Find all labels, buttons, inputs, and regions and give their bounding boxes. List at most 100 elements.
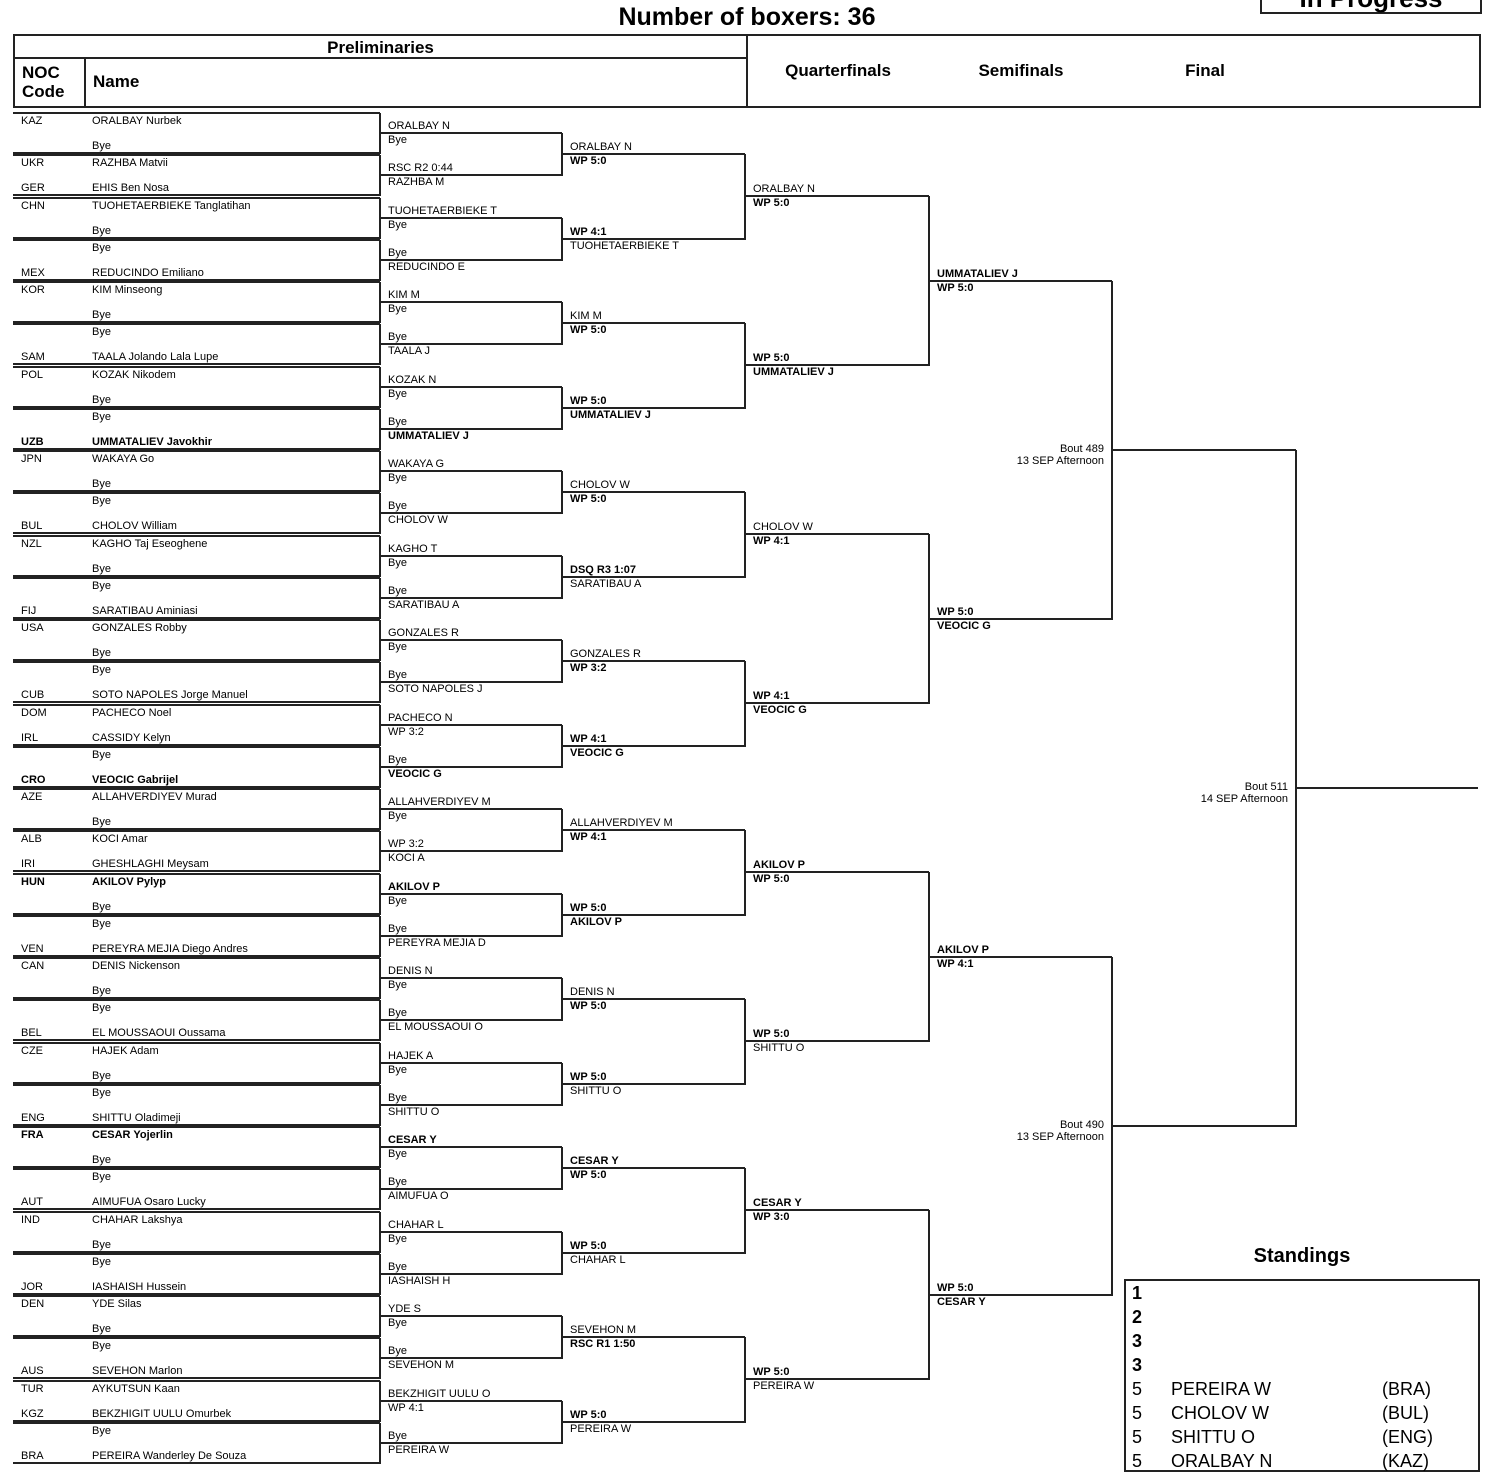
winner-name[interactable]: CESAR Y xyxy=(388,1134,437,1146)
entry-name[interactable]: GHESHLAGHI Meysam xyxy=(92,858,209,871)
entry-name[interactable]: Bye xyxy=(92,1424,111,1437)
entry-name[interactable]: DENIS Nickenson xyxy=(92,960,181,972)
winner-name[interactable]: SHITTU O xyxy=(753,1042,805,1055)
entry-name[interactable]: SARATIBAU Aminiasi xyxy=(92,604,198,617)
entry-name[interactable]: SOTO NAPOLES Jorge Manuel xyxy=(92,689,248,702)
winner-name[interactable]: CESAR Y xyxy=(937,1295,986,1308)
winner-name[interactable]: BEKZHIGIT UULU O xyxy=(388,1387,491,1400)
winner-name[interactable]: CESAR Y xyxy=(753,1197,802,1210)
entry-name[interactable]: Bye xyxy=(92,562,111,575)
entry-name[interactable]: Bye xyxy=(92,1340,111,1353)
winner-name[interactable]: YDE S xyxy=(388,1303,422,1315)
entry-name[interactable]: Bye xyxy=(92,224,111,237)
entry-name[interactable]: PEREYRA MEJIA Diego Andres xyxy=(92,942,248,955)
winner-name[interactable]: SEVEHON M xyxy=(570,1324,637,1337)
winner-name[interactable]: TUOHETAERBIEKE T xyxy=(388,204,498,217)
entry-name[interactable]: KAGHO Taj Eseoghene xyxy=(92,537,208,550)
winner-name[interactable]: KIM M xyxy=(388,289,420,301)
entry-name[interactable]: Bye xyxy=(92,1238,111,1251)
entry-name[interactable]: Bye xyxy=(92,1069,111,1082)
winner-name[interactable]: IASHAISH H xyxy=(388,1274,451,1287)
winner-name[interactable]: CHOLOV W xyxy=(570,479,630,492)
entry-name[interactable]: RAZHBA Matvii xyxy=(92,157,168,170)
winner-name[interactable]: ALLAHVERDIYEV M xyxy=(388,796,491,808)
winner-name[interactable]: TUOHETAERBIEKE T xyxy=(570,239,680,252)
winner-name[interactable]: SOTO NAPOLES J xyxy=(388,683,483,696)
winner-name[interactable]: UMMATALIEV J xyxy=(753,366,834,379)
entry-name[interactable]: ALLAHVERDIYEV Murad xyxy=(92,791,217,803)
entry-name[interactable]: EHIS Ben Nosa xyxy=(92,182,170,195)
winner-name[interactable]: AIMUFUA O xyxy=(388,1190,449,1203)
winner-name[interactable]: ORALBAY N xyxy=(570,141,632,154)
winner-name[interactable]: HAJEK A xyxy=(388,1049,434,1062)
entry-name[interactable]: Bye xyxy=(92,241,111,254)
entry-name[interactable]: Bye xyxy=(92,900,111,913)
winner-name[interactable]: CHAHAR L xyxy=(388,1218,444,1231)
entry-name[interactable]: Bye xyxy=(92,985,111,997)
entry-name[interactable]: Bye xyxy=(92,393,111,406)
entry-name[interactable]: YDE Silas xyxy=(92,1298,142,1310)
winner-name[interactable]: KIM M xyxy=(570,310,602,323)
entry-name[interactable]: CHAHAR Lakshya xyxy=(92,1213,183,1226)
entry-name[interactable]: Bye xyxy=(92,309,111,321)
entry-name[interactable]: WAKAYA Go xyxy=(92,453,155,465)
winner-name[interactable]: GONZALES R xyxy=(388,627,459,639)
entry-name[interactable]: CHOLOV William xyxy=(92,520,177,533)
entry-name[interactable]: Bye xyxy=(92,326,111,339)
entry-name[interactable]: KOZAK Nikodem xyxy=(92,368,176,381)
entry-name[interactable]: TUOHETAERBIEKE Tanglatihan xyxy=(92,199,251,212)
winner-name[interactable]: VEOCIC G xyxy=(570,746,624,759)
entry-name[interactable]: AIMUFUA Osaro Lucky xyxy=(92,1196,206,1209)
winner-name[interactable]: REDUCINDO E xyxy=(388,260,466,273)
entry-name[interactable]: AYKUTSUN Kaan xyxy=(92,1382,180,1395)
winner-name[interactable]: DENIS N xyxy=(570,986,615,999)
winner-name[interactable]: AKILOV P xyxy=(753,859,805,872)
winner-name[interactable]: SHITTU O xyxy=(388,1105,440,1118)
winner-name[interactable]: VEOCIC G xyxy=(937,619,991,632)
winner-name[interactable]: CHOLOV W xyxy=(388,514,448,527)
winner-name[interactable]: SHITTU O xyxy=(570,1084,622,1097)
winner-name[interactable]: EL MOUSSAOUI O xyxy=(388,1021,483,1034)
winner-name[interactable]: PACHECO N xyxy=(388,711,453,724)
entry-name[interactable]: Bye xyxy=(92,1086,111,1099)
entry-name[interactable]: CESAR Yojerlin xyxy=(92,1129,173,1141)
winner-name[interactable]: WAKAYA G xyxy=(388,458,445,470)
winner-name[interactable]: PEREIRA W xyxy=(753,1380,815,1393)
entry-name[interactable]: SHITTU Oladimeji xyxy=(92,1111,181,1124)
entry-name[interactable]: Bye xyxy=(92,410,111,423)
winner-name[interactable]: CHOLOV W xyxy=(753,521,813,534)
winner-name[interactable]: ALLAHVERDIYEV M xyxy=(570,817,673,830)
winner-name[interactable]: ORALBAY N xyxy=(753,183,815,196)
entry-name[interactable]: PEREIRA Wanderley De Souza xyxy=(92,1449,247,1462)
entry-name[interactable]: REDUCINDO Emiliano xyxy=(92,266,204,279)
winner-name[interactable]: VEOCIC G xyxy=(388,767,442,780)
entry-name[interactable]: Bye xyxy=(92,816,111,828)
entry-name[interactable]: Bye xyxy=(92,579,111,592)
entry-name[interactable]: HAJEK Adam xyxy=(92,1044,159,1057)
winner-name[interactable]: SARATIBAU A xyxy=(388,598,460,611)
winner-name[interactable]: ORALBAY N xyxy=(388,120,450,132)
entry-name[interactable]: BEKZHIGIT UULU Omurbek xyxy=(92,1407,232,1420)
entry-name[interactable]: AKILOV Pylyp xyxy=(92,875,166,888)
entry-name[interactable]: Bye xyxy=(92,664,111,677)
winner-name[interactable]: GONZALES R xyxy=(570,648,641,661)
entry-name[interactable]: PACHECO Noel xyxy=(92,706,172,719)
winner-name[interactable]: KOZAK N xyxy=(388,373,437,386)
entry-name[interactable]: Bye xyxy=(92,140,111,152)
entry-name[interactable]: Bye xyxy=(92,748,111,761)
entry-name[interactable]: Bye xyxy=(92,478,111,490)
winner-name[interactable]: KAGHO T xyxy=(388,542,438,555)
entry-name[interactable]: Bye xyxy=(92,1154,111,1166)
entry-name[interactable]: KOCI Amar xyxy=(92,833,148,846)
entry-name[interactable]: Bye xyxy=(92,1002,111,1015)
winner-name[interactable]: UMMATALIEV J xyxy=(570,408,651,421)
entry-name[interactable]: UMMATALIEV Javokhir xyxy=(92,435,212,448)
winner-name[interactable]: DENIS N xyxy=(388,965,433,977)
entry-name[interactable]: Bye xyxy=(92,1171,111,1184)
winner-name[interactable]: SEVEHON M xyxy=(388,1359,455,1372)
winner-name[interactable]: AKILOV P xyxy=(937,943,989,956)
winner-name[interactable]: PEREIRA W xyxy=(388,1443,450,1456)
entry-name[interactable]: KIM Minseong xyxy=(92,284,163,296)
entry-name[interactable]: SEVEHON Marlon xyxy=(92,1365,183,1378)
winner-name[interactable]: TAALA J xyxy=(388,345,430,358)
